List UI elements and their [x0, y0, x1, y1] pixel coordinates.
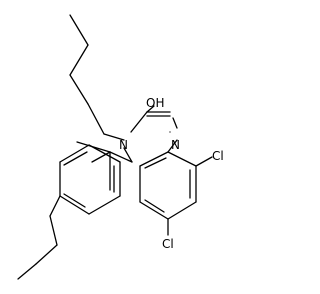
bond — [35, 244, 58, 265]
bond — [87, 103, 105, 135]
bond — [123, 147, 133, 163]
ring-bond — [59, 195, 90, 215]
butylbenzyl-group — [17, 141, 133, 280]
ring-bond — [167, 151, 197, 167]
bond — [146, 105, 155, 113]
bond — [109, 151, 133, 163]
bond — [103, 133, 125, 141]
ring-bond — [167, 201, 197, 220]
para-chlorine-label: Cl — [162, 237, 174, 251]
bond — [69, 14, 89, 46]
molecule-structure-diagram: OH N N Cl Cl — [17, 14, 224, 280]
bond — [195, 156, 213, 167]
bond — [69, 74, 89, 105]
bond — [49, 215, 58, 246]
heptyl-chain — [69, 14, 125, 141]
dichlorophenyl-group — [139, 117, 213, 236]
ring-bond — [139, 151, 169, 167]
imine-nitrogen-label: N — [171, 138, 180, 152]
bond — [130, 111, 148, 133]
ring-bond — [88, 144, 121, 163]
hydroxyl-label: OH — [146, 96, 164, 110]
ring-inner-bond — [63, 193, 86, 208]
bond — [17, 263, 37, 280]
amide-nitrogen-label: N — [119, 138, 128, 152]
ring-bond — [88, 195, 121, 215]
ring-bond — [139, 201, 169, 220]
bond — [69, 44, 89, 76]
urea-core — [123, 105, 171, 163]
ring-inner-bond — [63, 151, 88, 166]
bond — [91, 151, 111, 163]
ring-inner-bond — [144, 199, 165, 213]
ring-inner-bond — [144, 157, 167, 169]
bond — [167, 139, 178, 153]
ring-bond — [59, 144, 90, 163]
bond — [49, 195, 61, 217]
bond — [172, 117, 178, 129]
ortho-chlorine-label: Cl — [212, 149, 224, 163]
